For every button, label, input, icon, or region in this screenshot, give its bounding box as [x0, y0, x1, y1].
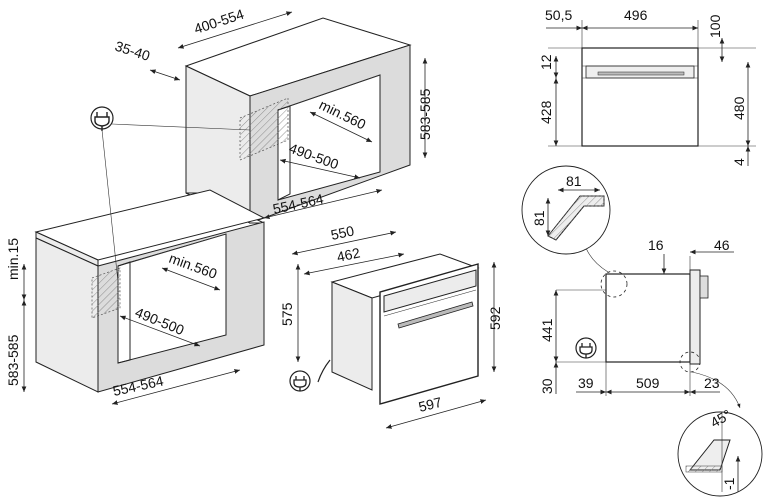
dim-oven-depth-overall: 550	[329, 222, 355, 243]
dim-side-top-gap: 16	[648, 237, 664, 253]
dim-side-depth-left: 39	[578, 375, 594, 391]
front-view	[548, 20, 756, 147]
base-cabinet	[34, 189, 266, 393]
dim-cabinet-height: 583-585	[5, 334, 21, 386]
power-plug-icon	[90, 106, 114, 131]
dim-oven-width-front: 597	[417, 394, 444, 415]
dim-front-top: 100	[707, 14, 723, 38]
dim-front-cavity: 428	[538, 100, 554, 124]
dim-oven-height-body: 575	[279, 302, 295, 326]
dim-front-panel: 12	[538, 54, 554, 70]
oven-dimensions: 550 462 575 592 597	[279, 222, 503, 429]
dim-cabinet-top-gap: min.15	[5, 238, 21, 280]
dim-front-height: 480	[731, 96, 747, 120]
front-view-dimensions: 50,5 496 100 12 428 480 4	[538, 7, 751, 166]
dim-wall-depth: 35-40	[113, 38, 152, 64]
dim-detail-a-width: 81	[566, 173, 582, 189]
side-view	[585, 247, 741, 409]
dim-oven-height-front: 592	[487, 306, 503, 330]
dim-side-bottom: 30	[539, 378, 555, 394]
dim-front-bottom: 4	[731, 158, 747, 166]
dim-detail-a-height: 81	[531, 210, 547, 226]
dim-oven-depth-body: 462	[335, 244, 361, 265]
detail-b	[677, 411, 763, 497]
dim-front-left-offset: 50,5	[545, 7, 572, 23]
oven-perspective	[317, 253, 480, 405]
dim-side-depth-right: 23	[704, 375, 720, 391]
dim-wall-height: 583-585	[417, 88, 433, 140]
dim-side-front-depth: 46	[714, 237, 730, 253]
dim-wall-width: 400-554	[192, 6, 246, 37]
dim-detail-b-offset: -1	[721, 477, 737, 490]
side-view-dimensions: 81 81 16 46 441 30 39 509 23 45° -1	[531, 173, 741, 492]
oven-plug-icon	[289, 370, 311, 392]
dim-front-width: 496	[624, 7, 648, 23]
wall-unit	[184, 17, 412, 224]
dim-side-depth-main: 509	[636, 375, 660, 391]
side-view-plug-icon	[575, 337, 597, 359]
dim-side-height: 441	[539, 318, 555, 342]
